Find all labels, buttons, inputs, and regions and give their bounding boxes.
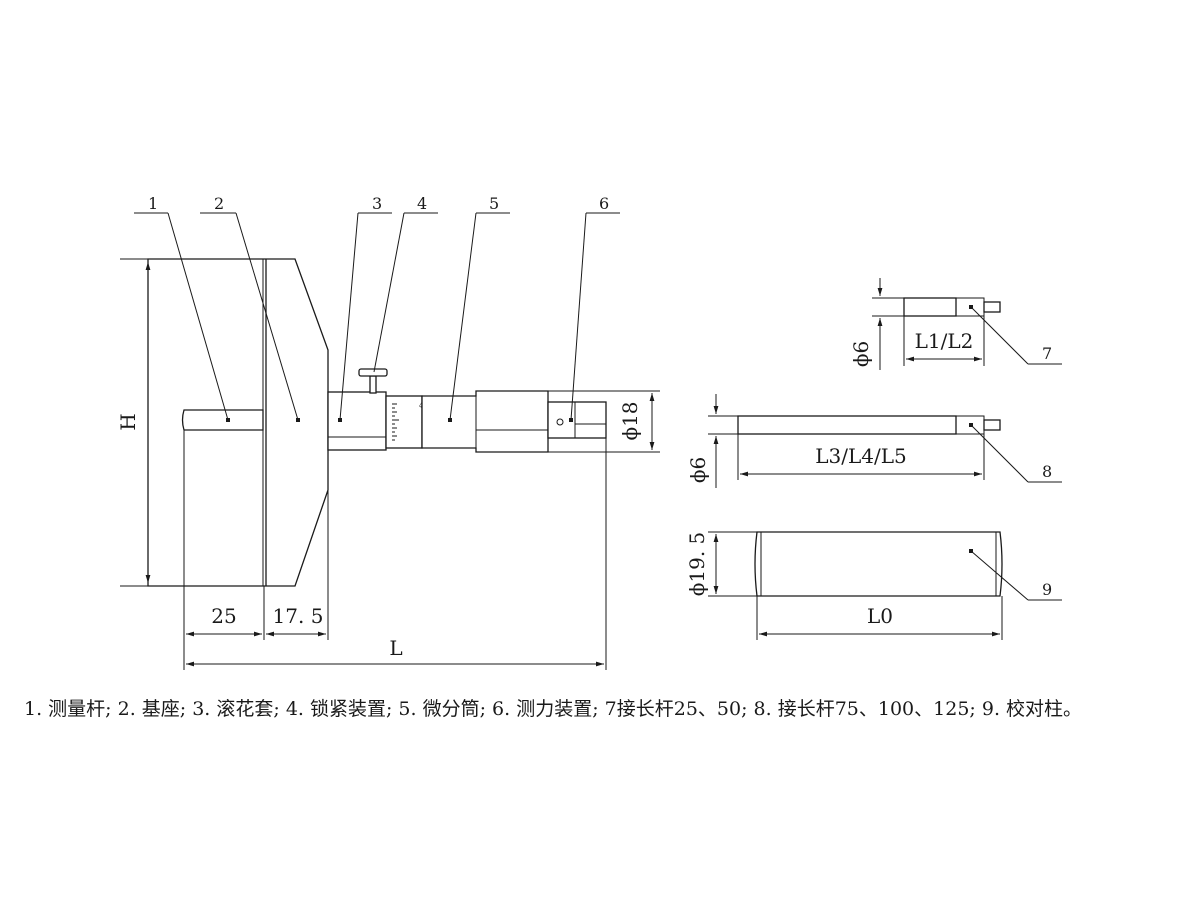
dimension-H	[120, 258, 151, 587]
dimension-L0	[756, 596, 1003, 640]
dim-17-5: 17. 5	[273, 604, 324, 628]
dim-phi18: ϕ18	[618, 401, 642, 440]
dim-phi6-top: ϕ6	[849, 341, 873, 367]
part-label-2: 2	[214, 194, 224, 213]
sleeve-scale	[385, 395, 423, 449]
part-label-7: 7	[1042, 344, 1052, 363]
dimension-L3-L4-L5	[737, 434, 985, 480]
dimension-L1-L2	[903, 316, 985, 366]
dim-25: 25	[211, 604, 236, 628]
dim-H: H	[116, 413, 140, 430]
dim-phi6-mid: ϕ6	[686, 457, 710, 483]
micrometer-thimble	[421, 390, 549, 453]
part-label-4: 4	[417, 194, 427, 213]
force-device	[547, 401, 607, 439]
part-label-5: 5	[489, 194, 499, 213]
dim-L0: L0	[867, 604, 893, 628]
knurled-sleeve	[327, 391, 387, 451]
dimension-25	[183, 430, 265, 670]
dimension-phi18	[548, 390, 660, 453]
part-label-6: 6	[599, 194, 609, 213]
depth-micrometer: 45 0 5	[147, 258, 607, 587]
part-label-8: 8	[1042, 462, 1052, 481]
dimension-17-5	[266, 490, 329, 640]
dim-phi19-5: ϕ19. 5	[685, 532, 709, 597]
part-label-1: 1	[148, 194, 158, 213]
dim-L1-L2: L1/L2	[915, 329, 974, 353]
lock-device	[358, 368, 388, 394]
dimension-phi6-top	[872, 278, 904, 370]
dimension-phi6-mid	[708, 394, 738, 488]
dim-L: L	[389, 636, 402, 660]
part-label-3: 3	[372, 194, 382, 213]
extension-rod-7	[903, 297, 1001, 317]
scale-ticks	[392, 403, 399, 441]
dimension-phi19-5	[708, 531, 757, 597]
part-label-9: 9	[1042, 580, 1052, 599]
extension-rod-8	[737, 415, 1001, 435]
measuring-rod	[181, 409, 264, 431]
dimension-L	[186, 438, 607, 670]
dim-L3-L4-L5: L3/L4/L5	[815, 444, 907, 468]
calibration-column	[754, 531, 1003, 597]
part-leaders	[134, 212, 620, 421]
parts-caption: 1. 测量杆; 2. 基座; 3. 滚花套; 4. 锁紧装置; 5. 微分筒; …	[24, 698, 1083, 720]
